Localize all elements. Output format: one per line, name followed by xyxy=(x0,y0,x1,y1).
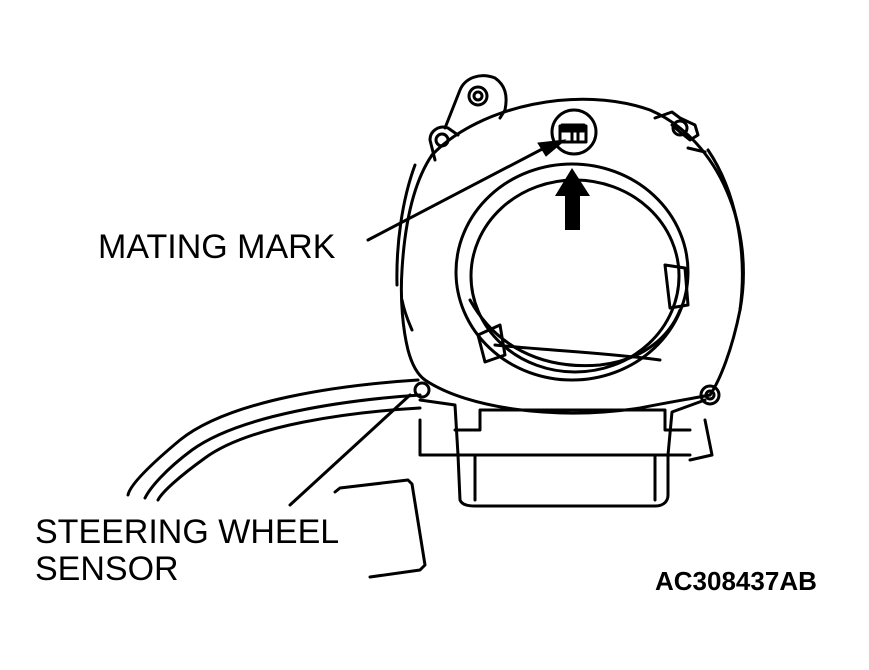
connector-housing xyxy=(418,398,714,508)
mating-mark-label: MATING MARK xyxy=(98,228,336,266)
connector-plug xyxy=(333,478,427,579)
mating-mark-leader-line xyxy=(366,144,550,242)
sensor-cable xyxy=(126,378,422,502)
sensor-leader-line xyxy=(288,393,412,507)
mating-mark-window xyxy=(550,108,598,156)
sensor-label-line2: SENSOR xyxy=(35,550,179,588)
mating-mark-arrowhead xyxy=(537,139,567,157)
clock-spring-body xyxy=(395,97,745,415)
right-pin xyxy=(699,384,721,406)
figure-code: AC308437AB xyxy=(655,566,817,596)
sensor-label-line1: STEERING WHEEL xyxy=(35,513,340,551)
left-pin xyxy=(413,381,431,399)
up-arrow-icon xyxy=(555,168,590,230)
